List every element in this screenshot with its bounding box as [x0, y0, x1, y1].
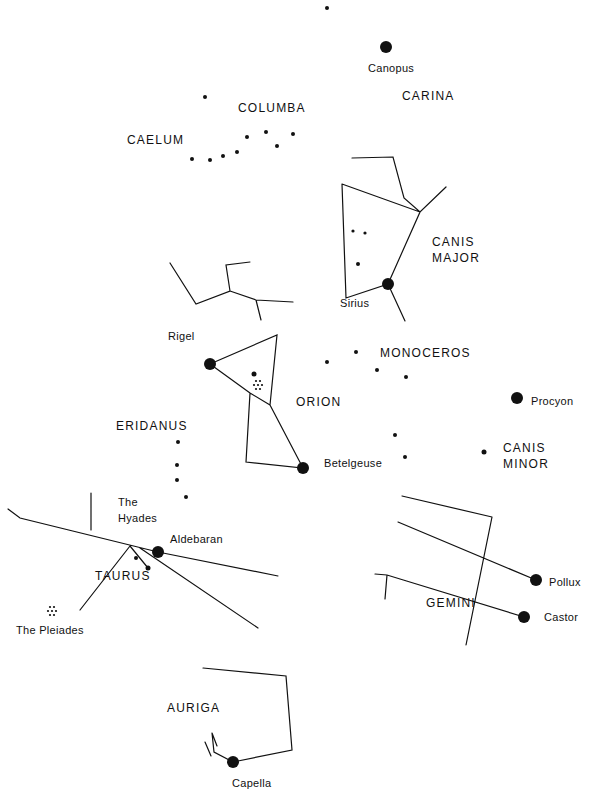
cluster-dot	[253, 384, 255, 386]
star-name: Aldebaran	[170, 531, 223, 547]
star-name: The Hyades	[118, 494, 168, 526]
star	[404, 375, 408, 379]
star	[208, 158, 212, 162]
cluster-dot	[49, 606, 51, 608]
lepus-lines	[170, 262, 293, 320]
star	[356, 262, 360, 266]
constellation-name: COLUMBA	[238, 100, 306, 116]
star	[363, 231, 366, 234]
star-name: Pollux	[549, 574, 581, 590]
bright-star	[227, 756, 239, 768]
constellation-name: CANIS MINOR	[503, 440, 561, 472]
star-name: Betelgeuse	[324, 455, 382, 471]
bright-star	[518, 611, 530, 623]
cluster-dot	[53, 606, 55, 608]
constellation-name: TAURUS	[95, 568, 151, 584]
cluster-dot	[47, 610, 49, 612]
star	[134, 556, 138, 560]
star	[403, 455, 407, 459]
star-name: The Pleiades	[16, 622, 84, 638]
star-name: Rigel	[168, 328, 195, 344]
star	[325, 360, 329, 364]
star-name: Canopus	[368, 60, 414, 76]
star	[175, 478, 179, 482]
orion-lines	[210, 335, 303, 468]
star	[264, 130, 268, 134]
constellation-name: ERIDANUS	[116, 418, 188, 434]
bright-star	[380, 41, 392, 53]
star	[354, 350, 358, 354]
star	[203, 95, 207, 99]
constellation-name: AURIGA	[167, 700, 220, 716]
cluster-dot	[51, 610, 53, 612]
cluster-dot	[259, 380, 261, 382]
star	[275, 144, 279, 148]
constellation-name: ORION	[296, 394, 341, 410]
star	[393, 433, 397, 437]
faint-stars	[134, 6, 487, 571]
bright-star	[297, 462, 309, 474]
star-name: Procyon	[531, 393, 573, 409]
bright-star	[530, 574, 542, 586]
star	[221, 154, 225, 158]
star	[325, 6, 329, 10]
constellation-name: GEMINI	[426, 595, 476, 611]
star	[245, 135, 249, 139]
bright-star	[511, 392, 523, 404]
pleiades-cluster	[47, 606, 57, 616]
constellation-name: CAELUM	[127, 132, 184, 148]
star-name: Sirius	[340, 295, 369, 311]
cluster-dot	[257, 384, 259, 386]
star	[252, 372, 257, 377]
star	[375, 368, 379, 372]
cluster-dot	[255, 380, 257, 382]
star	[482, 450, 487, 455]
star-name: Capella	[232, 775, 271, 791]
star	[291, 132, 295, 136]
gemini-lines	[375, 496, 536, 645]
constellation-lines	[8, 157, 536, 762]
star	[176, 440, 180, 444]
cluster-dot	[261, 384, 263, 386]
star-name: Castor	[544, 609, 578, 625]
star	[175, 463, 179, 467]
bright-star	[382, 278, 394, 290]
bright-star	[152, 546, 164, 558]
taurus-lines	[8, 493, 278, 628]
bright-star	[204, 358, 216, 370]
cluster-dot	[55, 610, 57, 612]
star	[235, 150, 239, 154]
canis-major-lines	[342, 157, 446, 321]
constellation-name: CARINA	[402, 88, 455, 104]
constellation-name: MONOCEROS	[380, 345, 471, 361]
star	[190, 157, 194, 161]
nebula-cluster	[253, 380, 263, 390]
cluster-dot	[255, 388, 257, 390]
cluster-dot	[49, 614, 51, 616]
cluster-dot	[53, 614, 55, 616]
star	[184, 495, 188, 499]
cluster-dot	[259, 388, 261, 390]
star	[351, 229, 354, 232]
stars	[47, 6, 542, 768]
constellation-name: CANIS MAJOR	[432, 234, 490, 266]
